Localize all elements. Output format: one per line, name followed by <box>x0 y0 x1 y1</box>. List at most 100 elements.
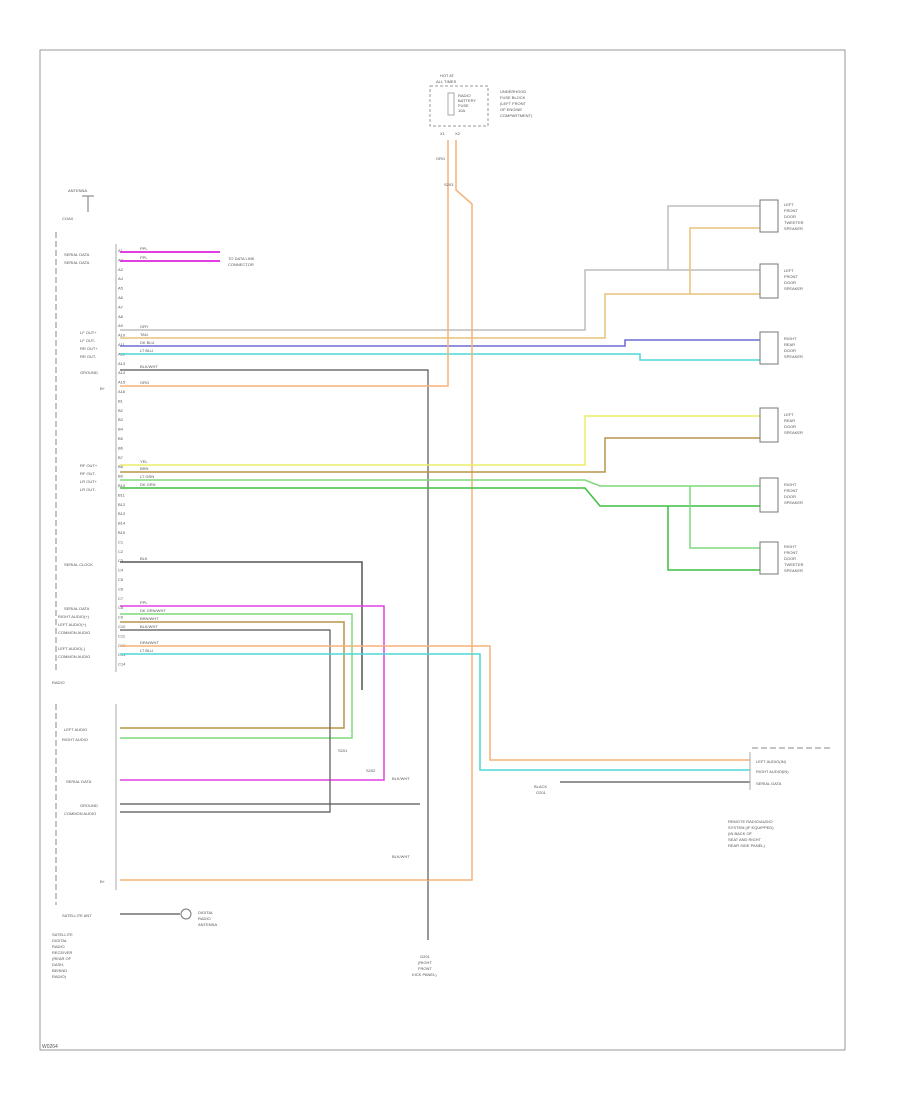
fuse-text-4: 10A <box>458 108 465 113</box>
remote-audio-system: LEFT AUDIO(IN) RIGHT AUDIO(IN) SERIAL DA… <box>534 747 830 848</box>
radio-pin-number: A5 <box>118 286 124 291</box>
sat-label-1: DIGITAL <box>198 910 214 915</box>
rcv-common: COMMON AUDIO <box>64 811 96 816</box>
fuse-pin-x2: X2 <box>455 131 461 136</box>
fuse-header-1: HOT AT <box>440 73 455 78</box>
rr-body <box>759 331 779 365</box>
radio-pin-number: A14 <box>118 370 126 375</box>
wire-lr-yellow <box>120 415 760 466</box>
blkwht-label-1: BLK/WHT <box>392 776 410 781</box>
ground-label-4: KICK PANEL) <box>412 972 437 977</box>
lf-tweeter-label-3: DOOR <box>784 214 796 219</box>
radio-pin-number: C4 <box>118 568 124 573</box>
wire-rf-dkgreen <box>120 487 760 507</box>
sig-ground: GROUND <box>80 370 98 375</box>
lr-label-1: LEFT <box>784 412 794 417</box>
radio-pin-number: B7 <box>118 455 124 460</box>
wire-serial-data-pink <box>120 605 385 781</box>
wire-label-dkgrn: DK GRN <box>140 482 156 487</box>
remote-label-2: SYSTEM (IF EQUIPPED) <box>728 825 774 830</box>
ground-label-2: (RIGHT <box>418 960 432 965</box>
radio-pin-number: A2 <box>118 257 124 262</box>
fuse-box <box>429 85 489 127</box>
radio-pin-number: A10 <box>118 333 126 338</box>
sig-left-audio: LEFT AUDIO(+) <box>58 622 87 627</box>
radio-signal-labels: SERIAL DATA SERIAL DATA LF OUT+ LF OUT- … <box>58 252 106 659</box>
rf-label-4: SPEAKER <box>784 500 803 505</box>
radio-pin-number: B3 <box>118 417 124 422</box>
lf-tweeter-label-5: SPEAKER <box>784 226 803 231</box>
radio-pin-number: B5 <box>118 436 124 441</box>
wire-right-audio <box>120 613 353 739</box>
wire-left-audio-remote <box>120 645 750 761</box>
rcv-serial: SERIAL DATA <box>66 779 92 784</box>
wire-label-gry-lf: GRY <box>140 324 149 329</box>
remote-label-1: REMOTE RADIO/AUDIO <box>728 819 773 824</box>
radio-pin-number: A15 <box>118 380 126 385</box>
sig-lr-out-p: LR OUT+ <box>80 479 98 484</box>
wire-label-org: ORG <box>140 380 149 385</box>
rr-label-3: DOOR <box>784 348 796 353</box>
radio-pin-number: A16 <box>118 389 126 394</box>
receiver-labels: LEFT AUDIO RIGHT AUDIO SERIAL DATA GROUN… <box>62 727 106 918</box>
fuse-label-1: UNDERHOOD <box>500 89 526 94</box>
lr-speaker: LEFT REAR DOOR SPEAKER <box>759 407 803 443</box>
radio-pin-number: B11 <box>118 492 126 497</box>
rf-speaker: RIGHT FRONT DOOR SPEAKER <box>759 477 803 513</box>
receiver-label-8: RADIO) <box>52 974 67 979</box>
rr-label-4: SPEAKER <box>784 354 803 359</box>
diagram-frame <box>39 49 846 1051</box>
sig-right-audio: RIGHT AUDIO(+) <box>58 614 90 619</box>
ground-label-3: FRONT <box>418 966 432 971</box>
radio-pin-number: B15 <box>118 530 126 535</box>
radio-pin-number: A11 <box>118 342 126 347</box>
sig-bplus: B+ <box>100 386 106 391</box>
antenna-label: ANTENNA <box>68 188 87 193</box>
radio-pin-number: B9 <box>118 474 124 479</box>
antenna: ANTENNA COAX <box>62 188 94 221</box>
wire-common-audio <box>120 629 331 813</box>
lf-label-2: FRONT <box>784 274 798 279</box>
radio-pin-number: A6 <box>118 295 124 300</box>
lf-tweeter-body <box>759 199 779 233</box>
fuse-label-4: OF ENGINE <box>500 107 522 112</box>
rf-tweeter-speaker: RIGHT FRONT DOOR TWEETER SPEAKER <box>759 541 804 575</box>
lr-body <box>759 407 779 443</box>
wire-rr-ltblue <box>120 353 760 361</box>
wire-label-ppl-2: PPL <box>140 255 148 260</box>
radio-pin-number: C8 <box>118 605 124 610</box>
radio-pin-number: B8 <box>118 464 124 469</box>
receiver-label-3: RADIO <box>52 944 65 949</box>
radio-pin-number: A4 <box>118 276 124 281</box>
wire-label-blkwht-2: BLK/WHT <box>140 624 158 629</box>
wire-label-brnwht: BRN/WHT <box>140 616 159 621</box>
wire-label-blkwht: BLK/WHT <box>140 364 158 369</box>
receiver-name: SATELLITE DIGITAL RADIO RECEIVER (REAR O… <box>52 932 73 979</box>
wire-label-drnwht: DRN/WHT <box>140 640 159 645</box>
rr-label-2: REAR <box>784 342 795 347</box>
radio-pin-number: B14 <box>118 521 126 526</box>
lf-tweeter-label-4: TWEETER <box>784 220 804 225</box>
sig-rf-out-p: RF OUT+ <box>80 463 98 468</box>
sig-serial-clk: SERIAL CLOCK <box>64 562 93 567</box>
rcv-left-audio: LEFT AUDIO <box>64 727 87 732</box>
receiver-label-5: (REAR OF <box>52 956 72 961</box>
lf-body <box>759 263 779 299</box>
radio-pin-number: C3 <box>118 558 124 563</box>
receiver-label-7: BEHIND <box>52 968 67 973</box>
remote-label-5: REAR SIDE PANEL) <box>728 843 765 848</box>
wire-left-audio <box>120 621 345 729</box>
wire-label-tan-lf: TAN <box>140 332 148 337</box>
sig-rf-out-n: RF OUT- <box>80 471 97 476</box>
fuse-label-3: (LEFT FRONT <box>500 101 526 106</box>
underhood-fuse-block: HOT AT ALL TIMES RADIO BATTERY FUSE 10A … <box>429 73 533 161</box>
radio-pin-number: C10 <box>118 624 126 629</box>
rr-speaker: RIGHT REAR DOOR SPEAKER <box>759 331 803 365</box>
receiver-label-4: RECEIVER <box>52 950 73 955</box>
wire-label-yel: YEL <box>140 459 148 464</box>
receiver-label-6: DASH, <box>52 962 64 967</box>
fuse-element <box>447 92 455 116</box>
wire-orange-main <box>120 140 473 881</box>
radio-pin-number: B12 <box>118 502 126 507</box>
radio-pin-number: C6 <box>118 586 124 591</box>
